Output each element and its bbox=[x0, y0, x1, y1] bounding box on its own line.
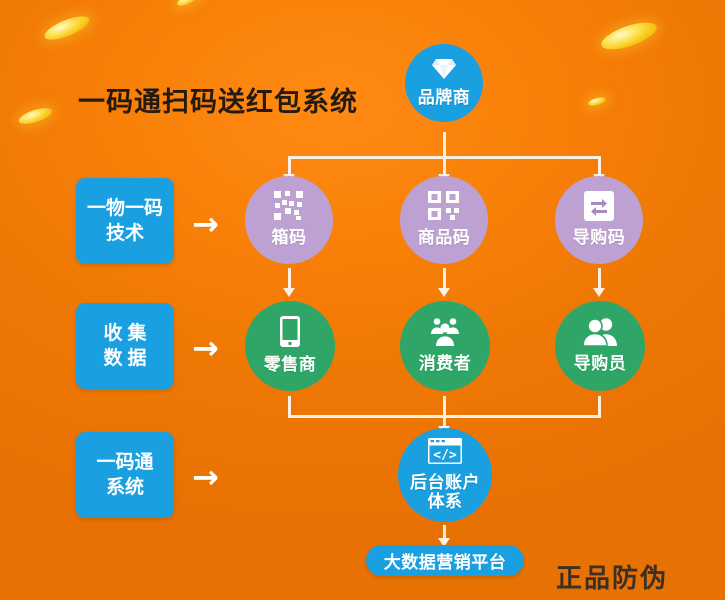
arrow-right-icon: → bbox=[192, 329, 219, 367]
connector-daogouma-daogouyuan bbox=[598, 268, 601, 290]
connector-drop-xiangma bbox=[288, 156, 291, 176]
gold-coin-icon bbox=[175, 0, 203, 9]
connector-up-daogouyuan bbox=[598, 396, 601, 418]
arrow-right-icon: → bbox=[192, 458, 219, 496]
svg-text:</>: </> bbox=[433, 448, 457, 463]
node-label-line2: 体系 bbox=[427, 492, 463, 512]
people-group-icon bbox=[426, 317, 464, 351]
node-label: 导购员 bbox=[573, 354, 627, 375]
connector-root-stem bbox=[443, 132, 446, 156]
node-label: 消费者 bbox=[418, 354, 472, 375]
left-label-line2: 系统 bbox=[105, 476, 144, 498]
left-label-yiwuyima[interactable]: 一物一码 技术 bbox=[76, 178, 174, 264]
connector-xiangma-lingshoushang bbox=[288, 268, 291, 290]
connector-merge-stem bbox=[443, 396, 446, 428]
gold-coin-icon bbox=[17, 104, 54, 128]
connector-up-lingshoushang bbox=[288, 396, 291, 418]
connector-drop-shangpinma bbox=[443, 156, 446, 176]
gold-coin-icon bbox=[587, 95, 607, 108]
mobile-phone-icon bbox=[278, 316, 302, 352]
left-label-line1: 一物一码 bbox=[86, 196, 163, 219]
node-guide-code[interactable]: 导购码 bbox=[555, 176, 643, 264]
node-label-line1: 后台账户 bbox=[410, 472, 480, 493]
node-label: 箱码 bbox=[271, 228, 307, 249]
node-box-code[interactable]: 箱码 bbox=[245, 176, 333, 264]
left-label-shoujishuju[interactable]: 收集 数据 bbox=[76, 303, 174, 389]
node-product-code[interactable]: 商品码 bbox=[400, 176, 488, 264]
node-label: 品牌商 bbox=[417, 88, 471, 109]
code-window-icon: </> bbox=[428, 437, 462, 470]
left-label-line1: 一码通 bbox=[96, 450, 154, 473]
qr-code-icon bbox=[428, 191, 460, 225]
platform-pill-big-data-marketing[interactable]: 大数据营销平台 bbox=[366, 545, 524, 576]
watermark-text: 正品防伪 bbox=[556, 564, 669, 594]
node-backend-account-system[interactable]: </> 后台账户 体系 bbox=[398, 428, 492, 522]
qr-scatter-icon bbox=[274, 191, 304, 225]
node-label: 导购码 bbox=[572, 228, 626, 249]
node-shopping-guide[interactable]: 导购员 bbox=[555, 301, 645, 391]
node-consumer[interactable]: 消费者 bbox=[400, 301, 490, 391]
left-label-yimatong[interactable]: 一码通 系统 bbox=[76, 432, 174, 518]
connector-shangpinma-xiaofeizhe bbox=[443, 268, 446, 290]
page-title: 一码通扫码送红包系统 bbox=[78, 87, 358, 118]
exchange-icon bbox=[584, 191, 614, 225]
arrowhead-platform bbox=[438, 538, 450, 547]
arrow-right-icon: → bbox=[192, 205, 219, 243]
node-retailer[interactable]: 零售商 bbox=[245, 301, 335, 391]
gold-coin-icon bbox=[598, 17, 660, 55]
node-brand-owner[interactable]: 品牌商 bbox=[405, 44, 483, 122]
left-label-line1: 收集 bbox=[103, 321, 152, 344]
arrowhead-lingshoushang bbox=[283, 288, 295, 297]
arrowhead-daogouyuan bbox=[593, 288, 605, 297]
left-label-line2: 技术 bbox=[105, 222, 144, 244]
platform-label: 大数据营销平台 bbox=[383, 553, 507, 573]
connector-drop-daogouma bbox=[598, 156, 601, 176]
arrowhead-xiaofeizhe bbox=[438, 288, 450, 297]
diamond-icon bbox=[431, 57, 457, 85]
node-label: 商品码 bbox=[417, 228, 471, 249]
left-label-line2: 数据 bbox=[103, 347, 152, 369]
gold-coin-icon bbox=[41, 11, 93, 45]
connector-backend-platform bbox=[443, 525, 446, 541]
two-people-icon bbox=[581, 317, 619, 351]
node-label: 零售商 bbox=[263, 355, 317, 376]
